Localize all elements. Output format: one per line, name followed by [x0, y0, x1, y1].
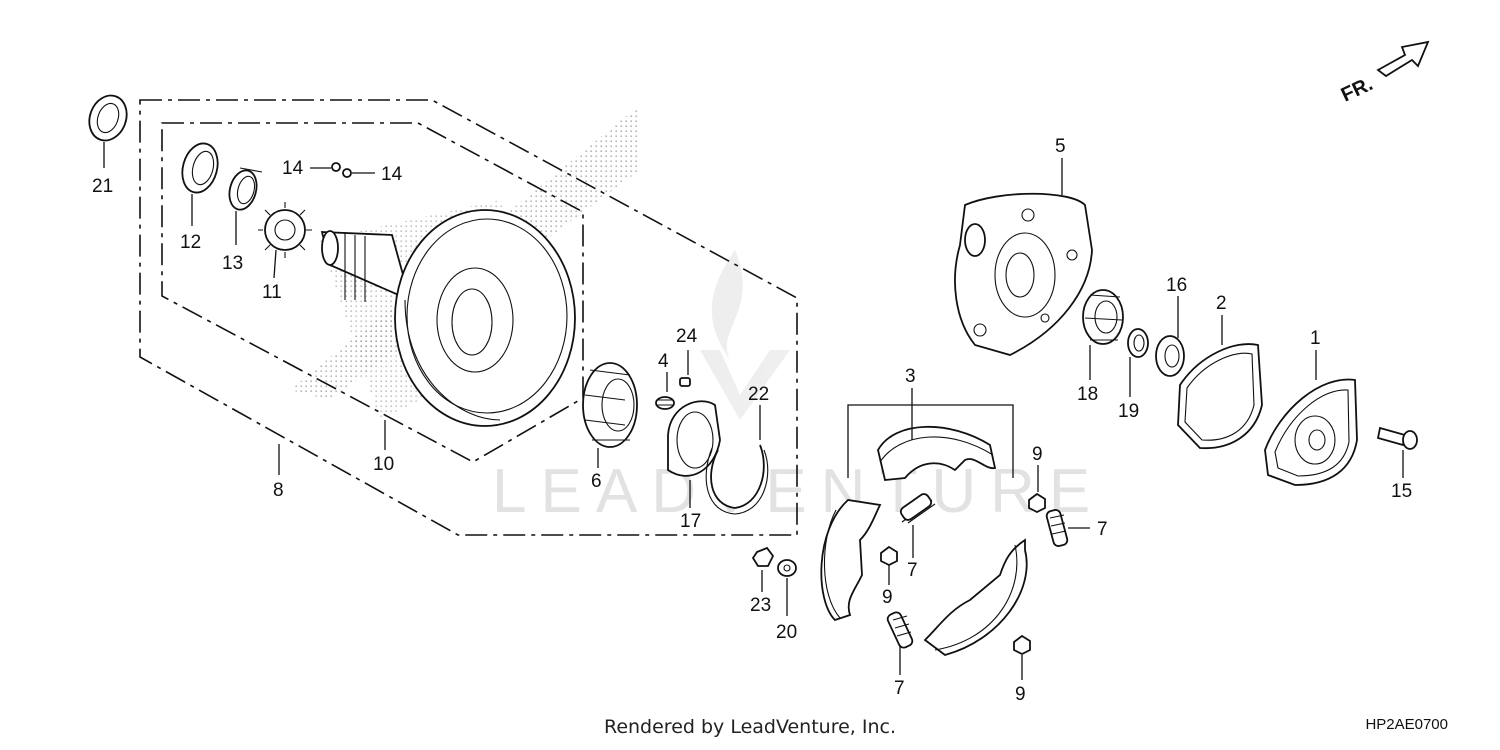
callout-19: 19 [1118, 401, 1139, 422]
gasket-2 [1177, 343, 1263, 449]
one-way-clutch-6 [582, 362, 638, 448]
callout-2: 2 [1216, 293, 1227, 314]
callout-7: 7 [1097, 519, 1108, 540]
retainer-16 [1155, 335, 1185, 377]
callout-16: 16 [1166, 275, 1187, 296]
callout-6: 6 [591, 471, 602, 492]
callout-7: 7 [907, 560, 918, 581]
callout-11: 11 [262, 282, 282, 303]
callout-5: 5 [1055, 136, 1066, 157]
callout-12: 12 [180, 232, 201, 253]
front-direction-arrow: FR. [1338, 40, 1430, 107]
cover-1 [1264, 378, 1358, 486]
nut-9 [880, 545, 898, 567]
one-way-clutch-18 [1082, 289, 1124, 345]
callout-4: 4 [658, 351, 669, 372]
seal-21 [88, 94, 128, 142]
callout-15: 15 [1391, 481, 1412, 502]
callout-22: 22 [748, 384, 769, 405]
clutch-drum-10 [320, 209, 576, 427]
nut-9 [1013, 634, 1031, 656]
callout-21: 21 [92, 176, 113, 197]
callout-18: 18 [1077, 384, 1098, 405]
leader-lines [103, 142, 1404, 680]
callout-7: 7 [894, 678, 905, 699]
bearing-12 [181, 142, 219, 194]
washer-20 [777, 559, 797, 577]
spring-7 [899, 493, 936, 524]
footer-credit: Rendered by LeadVenture, Inc. [603, 716, 897, 738]
callout-10: 10 [373, 454, 394, 475]
shoe-group-bracket [847, 404, 1014, 478]
callout-24: 24 [676, 326, 698, 347]
callout-8: 8 [273, 480, 284, 501]
callout-9: 9 [1015, 684, 1026, 705]
callout-9: 9 [882, 587, 893, 608]
pin-14 [331, 162, 352, 178]
roller-24 [679, 377, 691, 387]
washer-19 [1127, 328, 1149, 358]
clutch-shoe-3 [820, 425, 1028, 656]
callout-1: 1 [1310, 328, 1321, 349]
assembly-frame-8 [139, 99, 798, 536]
callout-14: 14 [381, 164, 403, 185]
sprocket-11 [258, 202, 312, 258]
side-plate-17 [667, 400, 721, 477]
nut-9 [1028, 492, 1046, 514]
callout-13: 13 [222, 253, 243, 274]
watermark-logo [700, 250, 790, 420]
spring-7 [1045, 509, 1069, 547]
bolt-15 [1376, 426, 1418, 450]
callout-14: 14 [282, 158, 304, 179]
callout-9: 9 [1032, 444, 1043, 465]
diagram-code: HP2AE0700 [1365, 716, 1448, 733]
direction-label: FR. [1338, 73, 1376, 107]
circlip-22 [705, 444, 769, 515]
drive-plate-5 [954, 192, 1093, 356]
nut-23 [751, 546, 775, 567]
callout-17: 17 [680, 511, 701, 532]
spring-7 [886, 611, 914, 649]
callout-3: 3 [905, 366, 916, 387]
callout-23: 23 [750, 595, 771, 616]
callout-20: 20 [776, 622, 797, 643]
spring-4 [655, 396, 675, 410]
spring-13 [228, 167, 263, 211]
